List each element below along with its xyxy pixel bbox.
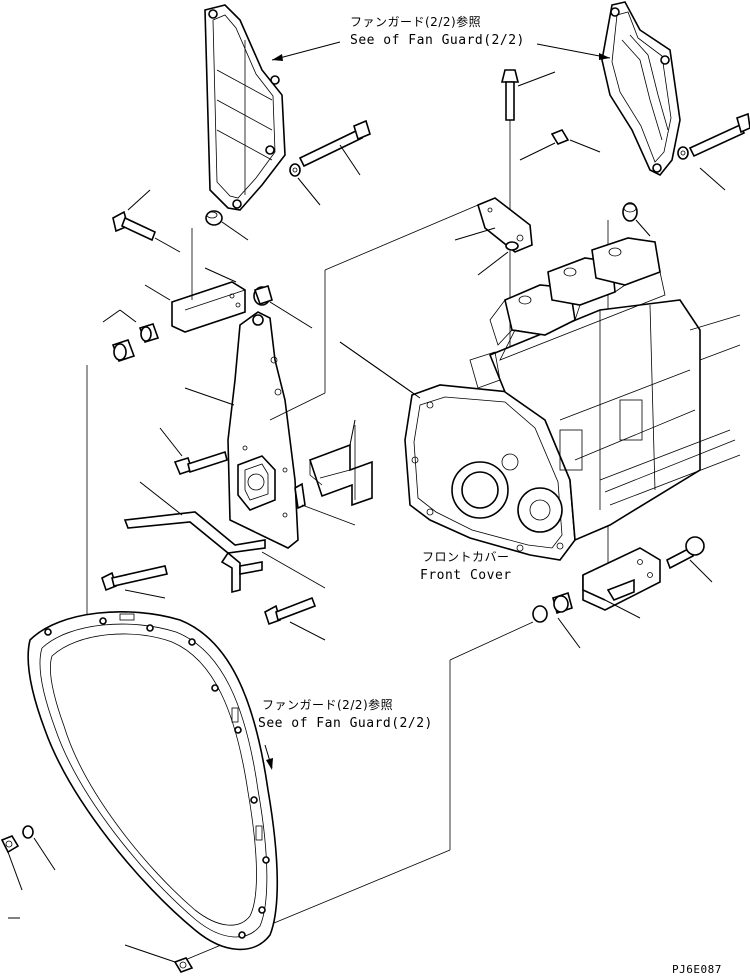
top-left-washer — [289, 163, 321, 206]
drawing-code: PJ6E087 — [672, 963, 722, 976]
vertical-bolt — [500, 69, 556, 380]
engine-assembly — [404, 237, 741, 561]
lower-bent-bracket — [123, 481, 326, 594]
center-spacer — [253, 284, 313, 329]
top-callout-jp: ファンガード(2/2)参照 — [350, 15, 482, 29]
top-center-nut — [519, 129, 601, 161]
right-lower-bolt — [666, 536, 713, 583]
upper-l-bracket — [144, 228, 246, 333]
ring-callout-en: See of Fan Guard(2/2) — [258, 716, 433, 731]
lower-center-bolt — [264, 596, 326, 641]
upper-left-guard-plate — [204, 4, 286, 211]
u-bracket — [301, 341, 421, 526]
front-cover-label-en: Front Cover — [420, 568, 512, 583]
ring-nut-left — [0, 835, 23, 891]
top-right-washer — [677, 146, 689, 160]
fan-guard-ring — [27, 611, 279, 951]
right-lower-bracket — [582, 547, 661, 619]
lower-left-bolt — [101, 565, 168, 599]
engine-top-washer — [477, 241, 519, 276]
ring-washer-left — [22, 825, 56, 871]
upper-right-guard-plate — [601, 1, 681, 177]
plate-bolt — [159, 427, 228, 475]
mounting-plate — [184, 311, 299, 549]
ring-callout-jp: ファンガード(2/2)参照 — [262, 698, 394, 712]
clip-bracket — [294, 482, 306, 510]
top-right-bolt — [688, 112, 750, 191]
left-upper-spacer — [205, 210, 249, 241]
front-cover-label-jp: フロントカバー — [422, 550, 510, 564]
engine-top-bracket — [269, 197, 533, 421]
top-callout-en: See of Fan Guard(2/2) — [350, 33, 525, 48]
top-left-bolt — [298, 119, 371, 176]
left-upper-bolt — [112, 189, 181, 253]
ring-nut-bottom — [124, 944, 194, 973]
